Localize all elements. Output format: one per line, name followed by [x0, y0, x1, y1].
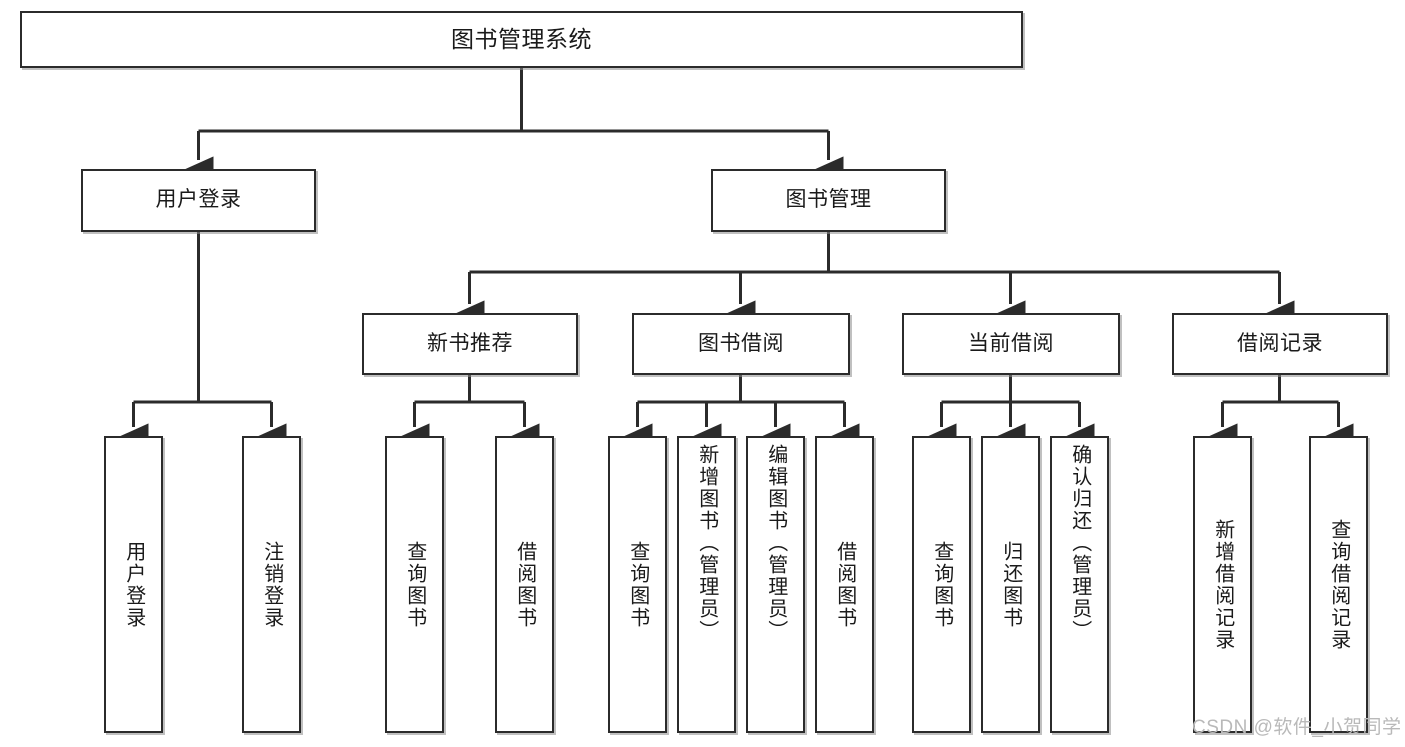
node-label: 当前借阅: [968, 331, 1054, 355]
node-label: 查询图书: [626, 540, 649, 629]
node-label: 确认归还（管理员）: [1068, 444, 1091, 642]
node-label: 新书推荐: [427, 331, 513, 355]
node-current-borrow[interactable]: 当前借阅: [902, 313, 1120, 375]
node-root-book-management-system[interactable]: 图书管理系统: [20, 11, 1023, 68]
csdn-watermark: CSDN @软件_小贺同学: [1192, 717, 1402, 738]
node-leaf-query-book-recommend[interactable]: 查询图书: [385, 436, 444, 733]
node-leaf-edit-book-admin[interactable]: 编辑图书（管理员）: [746, 436, 805, 733]
node-label: 注销登录: [260, 540, 283, 629]
node-new-book-recommendation[interactable]: 新书推荐: [362, 313, 578, 375]
node-label: 图书借阅: [698, 331, 784, 355]
node-leaf-logout[interactable]: 注销登录: [242, 436, 301, 733]
node-label: 查询图书: [930, 540, 953, 629]
node-leaf-borrow-book-recommend[interactable]: 借阅图书: [495, 436, 554, 733]
node-label: 用户登录: [155, 188, 242, 212]
node-leaf-query-borrow-record[interactable]: 查询借阅记录: [1309, 436, 1368, 733]
node-label: 归还图书: [999, 540, 1022, 629]
node-label: 用户登录: [122, 540, 145, 629]
node-label: 图书管理系统: [451, 26, 592, 53]
node-leaf-user-login[interactable]: 用户登录: [104, 436, 163, 733]
node-label: 新增图书（管理员）: [695, 444, 718, 642]
node-leaf-add-borrow-record[interactable]: 新增借阅记录: [1193, 436, 1252, 733]
node-leaf-query-book-current[interactable]: 查询图书: [912, 436, 971, 733]
node-leaf-confirm-return-admin[interactable]: 确认归还（管理员）: [1050, 436, 1109, 733]
node-label: 借阅图书: [833, 540, 856, 629]
node-label: 借阅图书: [513, 540, 536, 629]
node-book-borrow[interactable]: 图书借阅: [632, 313, 850, 375]
node-label: 新增借阅记录: [1211, 518, 1234, 651]
node-borrow-record[interactable]: 借阅记录: [1172, 313, 1388, 375]
node-leaf-return-book[interactable]: 归还图书: [981, 436, 1040, 733]
node-label: 图书管理: [785, 188, 872, 212]
node-label: 编辑图书（管理员）: [764, 444, 787, 642]
node-book-management[interactable]: 图书管理: [711, 169, 946, 232]
node-leaf-borrow-book[interactable]: 借阅图书: [815, 436, 874, 733]
node-user-login[interactable]: 用户登录: [81, 169, 316, 232]
node-label: 查询借阅记录: [1327, 518, 1350, 651]
node-label: 查询图书: [403, 540, 426, 629]
node-label: 借阅记录: [1237, 331, 1323, 355]
node-leaf-add-book-admin[interactable]: 新增图书（管理员）: [677, 436, 736, 733]
node-leaf-query-book-borrow[interactable]: 查询图书: [608, 436, 667, 733]
